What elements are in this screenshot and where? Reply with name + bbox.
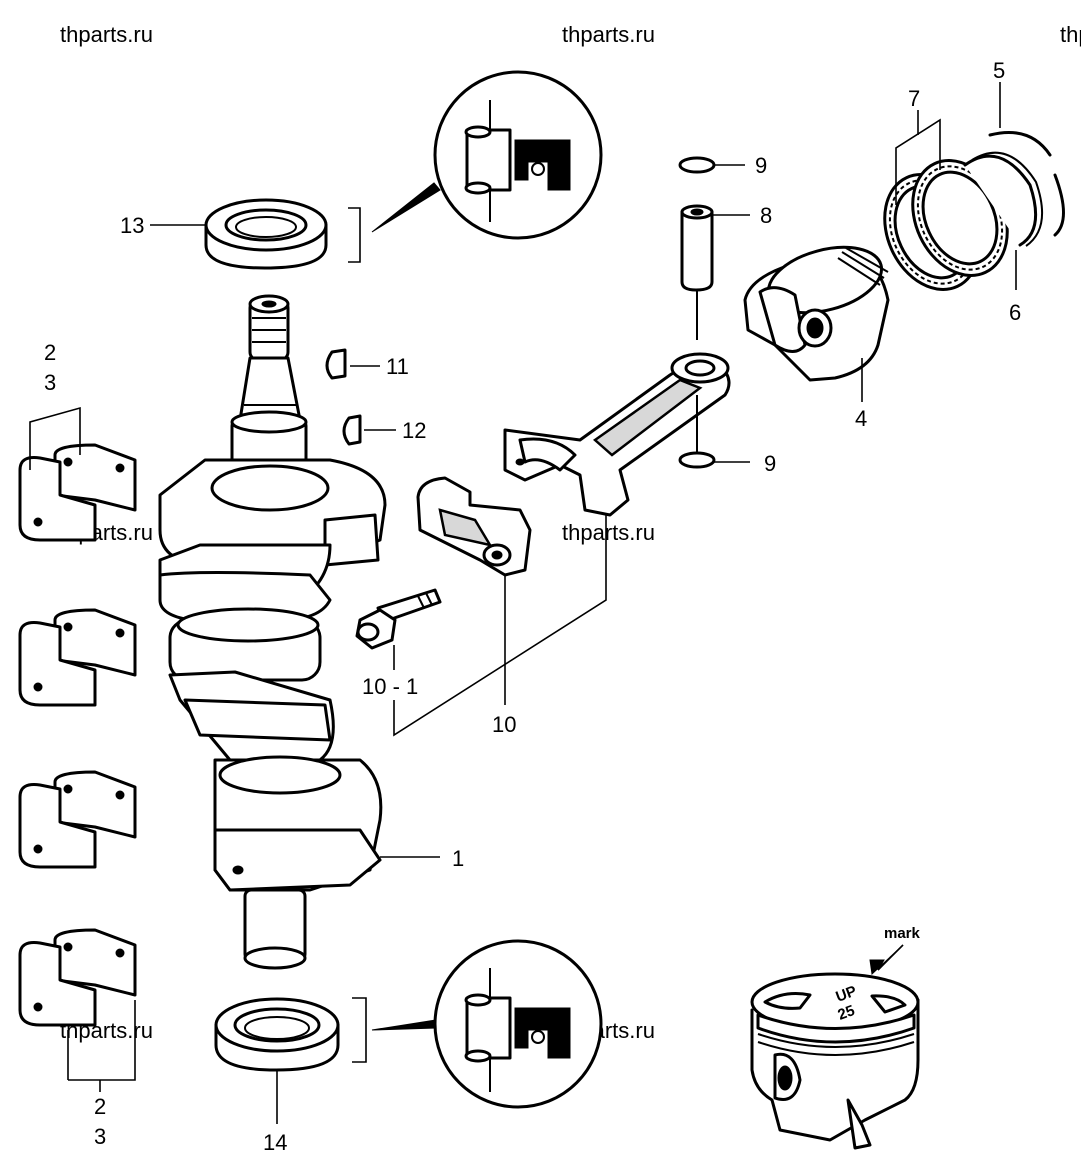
callout-ring-mid: 6 <box>1009 300 1021 325</box>
watermark: thparts.ru <box>1060 22 1081 47</box>
piston-ring-top <box>988 131 1065 237</box>
main-bearing-shell-2 <box>18 608 137 707</box>
circlip-bottom <box>678 451 716 469</box>
circlip-top <box>678 156 716 174</box>
callout-key-11: 11 <box>386 354 409 379</box>
callout-ring-top: 5 <box>993 58 1005 83</box>
conrod-cap <box>416 476 532 577</box>
woodruff-key-12 <box>342 414 362 446</box>
callout-conrod-bolt: 10 - 1 <box>362 674 418 699</box>
piston-stamp-up: UP <box>834 983 859 1006</box>
callout-bearing-bottom-a: 2 <box>94 1094 106 1119</box>
piston-stamp-size: 25 <box>836 1002 857 1024</box>
piston-mark-view <box>750 972 920 1150</box>
piston-mark-label: mark <box>884 925 921 942</box>
callout-pin: 8 <box>760 203 772 228</box>
callout-clip-top: 9 <box>755 153 767 178</box>
callout-crankshaft: 1 <box>452 846 464 871</box>
watermark: thparts.ru <box>60 22 153 47</box>
callout-seal-bottom: 14 <box>263 1130 287 1155</box>
woodruff-key-11 <box>325 348 347 380</box>
callout-seal-top: 13 <box>120 213 144 238</box>
main-bearing-shell-1 <box>18 443 137 542</box>
watermark: thparts.ru <box>562 520 655 545</box>
crankshaft <box>158 294 387 970</box>
callout-clip-bottom: 9 <box>764 451 776 476</box>
connecting-rod <box>503 352 731 517</box>
conrod-bolt <box>355 588 442 650</box>
piston-pin <box>680 204 714 292</box>
callout-ring-oil: 7 <box>908 86 920 111</box>
piston <box>743 245 890 382</box>
callout-bearing-bottom-b: 3 <box>94 1124 106 1149</box>
piston-ring-second <box>963 151 1043 247</box>
callout-piston: 4 <box>855 406 867 431</box>
oil-seal-bottom <box>214 997 340 1072</box>
callout-key-12: 12 <box>402 418 426 443</box>
main-bearing-shell-3 <box>18 770 137 869</box>
callout-conrod: 10 <box>492 712 516 737</box>
oil-seal-top <box>204 198 328 270</box>
seal-detail-circle-bottom <box>371 939 603 1109</box>
main-bearing-shell-4 <box>18 928 137 1027</box>
watermark: thparts.ru <box>562 22 655 47</box>
callout-bearing-top-b: 3 <box>44 370 56 395</box>
callout-bearing-top-a: 2 <box>44 340 56 365</box>
seal-detail-circle-top <box>371 70 603 240</box>
